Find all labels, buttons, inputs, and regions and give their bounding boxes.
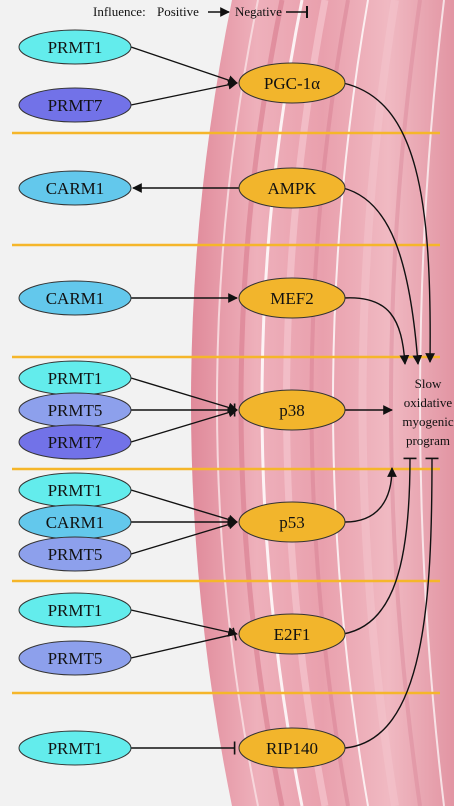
edge-rip140-inhibits-slow-oxidative-program — [344, 457, 439, 749]
node-prmt5: PRMT5 — [18, 640, 132, 676]
legend: Influence: Positive Negative — [93, 4, 308, 19]
node-mef2-shape — [238, 277, 346, 319]
node-prmt7-shape — [18, 87, 132, 123]
node-e2f1: E2F1 — [238, 613, 346, 655]
node-prmt1-shape — [18, 730, 132, 766]
node-carm1-label: CARM1 — [46, 179, 105, 198]
target-program: Slow oxidative myogenic program — [402, 376, 453, 448]
node-rip140-label: RIP140 — [266, 739, 318, 758]
node-prmt5: PRMT5 — [18, 392, 132, 428]
legend-influence-label: Influence: — [93, 4, 146, 19]
node-prmt5: PRMT5 — [18, 536, 132, 572]
node-prmt7-shape — [18, 424, 132, 460]
edge-prmt5-inhibits-e2f1 — [130, 627, 237, 659]
node-prmt7-label: PRMT7 — [48, 433, 103, 452]
node-mef2: MEF2 — [238, 277, 346, 319]
node-prmt1-label: PRMT1 — [48, 739, 103, 758]
node-prmt5-label: PRMT5 — [48, 545, 103, 564]
node-prmt1-label: PRMT1 — [48, 369, 103, 388]
node-prmt1-shape — [18, 29, 132, 65]
node-prmt1-label: PRMT1 — [48, 601, 103, 620]
target-program-line: program — [406, 433, 450, 448]
node-prmt1-label: PRMT1 — [48, 481, 103, 500]
node-prmt5-shape — [18, 536, 132, 572]
node-carm1: CARM1 — [18, 170, 132, 206]
node-e2f1-label: E2F1 — [274, 625, 311, 644]
edges — [130, 46, 439, 755]
node-p53: p53 — [238, 501, 346, 543]
node-prmt1: PRMT1 — [18, 360, 132, 396]
node-ampk-shape — [238, 167, 346, 209]
edge-prmt1-activates-p38 — [130, 377, 238, 413]
node-prmt1: PRMT1 — [18, 592, 132, 628]
edge-prmt1-activates-pgc-1 — [130, 46, 238, 85]
target-program-line: oxidative — [404, 395, 453, 410]
node-p38: p38 — [238, 389, 346, 431]
edge-prmt7-activates-pgc-1 — [130, 79, 238, 106]
node-pgc-1-shape — [238, 62, 346, 104]
node-prmt7: PRMT7 — [18, 424, 132, 460]
legend-positive-label: Positive — [157, 4, 199, 19]
edge-pgc-1-activates-slow-oxidative-program — [342, 82, 436, 363]
edge-prmt1-activates-e2f1 — [130, 609, 238, 637]
target-program-label: Slow oxidative myogenic program — [402, 376, 453, 448]
node-prmt7-label: PRMT7 — [48, 96, 103, 115]
legend-negative-label: Negative — [235, 4, 282, 19]
node-prmt1-label: PRMT1 — [48, 38, 103, 57]
node-ampk: AMPK — [238, 167, 346, 209]
node-p53-shape — [238, 501, 346, 543]
node-e2f1-shape — [238, 613, 346, 655]
section-dividers — [12, 131, 440, 695]
edge-prmt7-activates-p38 — [130, 407, 238, 443]
node-carm1-label: CARM1 — [46, 513, 105, 532]
edge-mef2-activates-slow-oxidative-program — [342, 297, 410, 365]
node-carm1: CARM1 — [18, 280, 132, 316]
node-ampk-label: AMPK — [267, 179, 317, 198]
node-carm1-label: CARM1 — [46, 289, 105, 308]
node-prmt1: PRMT1 — [18, 472, 132, 508]
node-carm1-shape — [18, 170, 132, 206]
node-prmt1: PRMT1 — [18, 730, 132, 766]
node-prmt1-shape — [18, 592, 132, 628]
node-prmt5-shape — [18, 640, 132, 676]
node-carm1-shape — [18, 280, 132, 316]
node-carm1: CARM1 — [18, 504, 132, 540]
edge-ampk-activates-slow-oxidative-program — [342, 187, 423, 365]
node-p38-shape — [238, 389, 346, 431]
node-prmt5-label: PRMT5 — [48, 401, 103, 420]
node-pgc-1-label: PGC-1α — [264, 74, 320, 93]
edge-prmt5-activates-p53 — [130, 519, 238, 555]
node-mef2-label: MEF2 — [270, 289, 313, 308]
node-rip140: RIP140 — [238, 727, 346, 769]
edge-e2f1-inhibits-slow-oxidative-program — [342, 457, 417, 635]
target-program-line: Slow — [415, 376, 442, 391]
node-prmt1: PRMT1 — [18, 29, 132, 65]
node-prmt5-label: PRMT5 — [48, 649, 103, 668]
node-p53-label: p53 — [279, 513, 305, 532]
node-prmt7: PRMT7 — [18, 87, 132, 123]
node-p38-label: p38 — [279, 401, 305, 420]
edge-prmt1-activates-p53 — [130, 489, 238, 525]
target-program-line: myogenic — [402, 414, 453, 429]
node-pgc-1: PGC-1α — [238, 62, 346, 104]
node-rip140-shape — [238, 727, 346, 769]
edge-p53-activates-slow-oxidative-program — [344, 467, 397, 523]
